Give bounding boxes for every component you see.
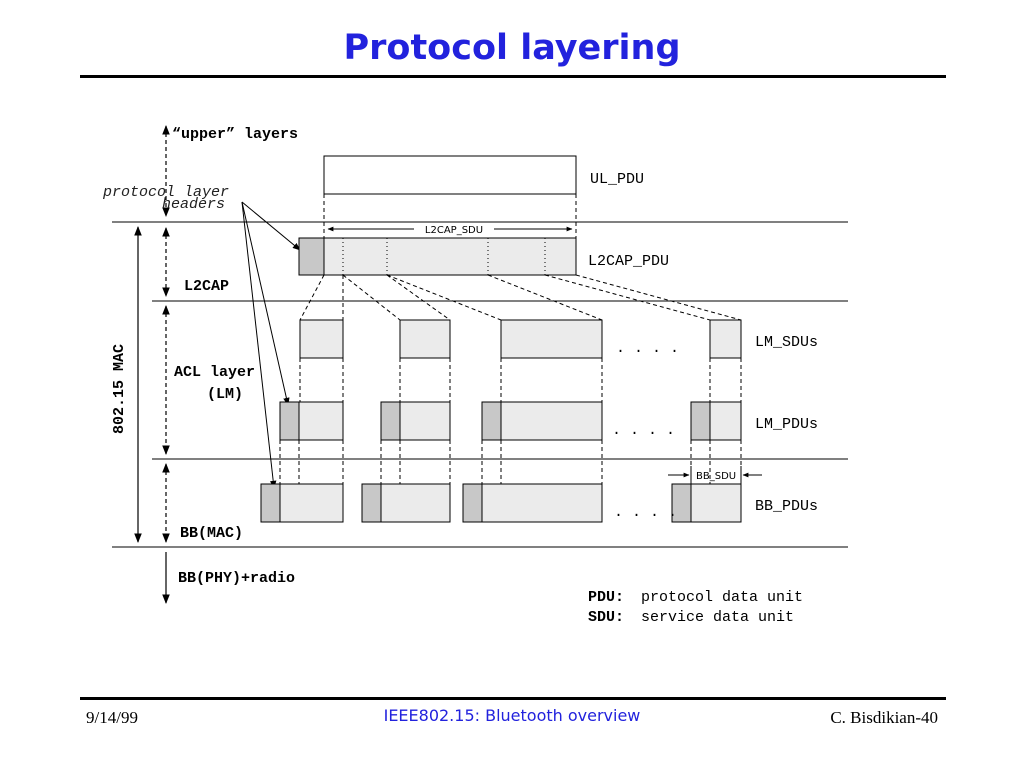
l2cap-sdu-label-bg [414, 223, 494, 235]
lm-pdu-body [298, 401, 344, 441]
header-pointer-arrows [241, 201, 301, 489]
bb-pdu-body [481, 483, 603, 523]
lm-pdu-header [380, 401, 401, 441]
legend-pdu-term: PDU: [588, 589, 624, 606]
lm-pdu-ellipsis: . . . . [612, 422, 675, 439]
lm-sdu-box [399, 319, 451, 359]
segmentation-line [299, 274, 325, 321]
bb-pdu-body [380, 483, 451, 523]
l2cap-sdu-label: L2CAP_SDU [425, 225, 483, 236]
lm-pdu-header [481, 401, 502, 441]
bb-pdu-header [260, 483, 281, 523]
lm-sdu-row [299, 319, 742, 359]
segmentation-line [487, 274, 603, 321]
pointer-bb-header [241, 201, 277, 489]
headers-annotation-line2: headers [162, 196, 225, 213]
segmentation-line [386, 274, 451, 321]
lm-pdu-body [399, 401, 451, 441]
segmentation-lines [299, 274, 742, 321]
bb-pdu-ellipsis: . . . . [614, 504, 677, 521]
footer-title: IEEE802.15: Bluetooth overview [383, 706, 641, 725]
bb-pdu-header [462, 483, 483, 523]
legend-sdu-term: SDU: [588, 609, 624, 626]
l2cap-pdu-header [298, 237, 325, 276]
bb-sdu-label: BB_SDU [696, 471, 736, 482]
footer-rule [80, 697, 946, 700]
bb-pdus-label: BB_PDUs [755, 498, 818, 515]
layer-dividers [112, 221, 848, 548]
bb-pdu-header [361, 483, 382, 523]
headers-annotation-line1: protocol layer [102, 184, 229, 201]
bb-mac-label: BB(MAC) [180, 525, 243, 542]
lm-sdu-box [500, 319, 603, 359]
footer-page-number: C. Bisdikian-40 [830, 708, 938, 727]
l2cap-pdu-label: L2CAP_PDU [588, 253, 669, 270]
legend-pdu-definition: protocol data unit [641, 589, 803, 606]
l2cap-pdu-body [323, 237, 577, 276]
lm-sdu-box [299, 319, 344, 359]
mac-bracket-label: 802.15 MAC [111, 344, 128, 434]
l2cap-layer-label: L2CAP [184, 278, 229, 295]
lm-pdu-row [279, 401, 742, 441]
ul-pdu-label: UL_PDU [590, 171, 644, 188]
lm-layer-label: (LM) [207, 386, 243, 403]
segmentation-line [386, 274, 502, 321]
segmentation-line [544, 274, 711, 321]
ul-pdu-box [323, 155, 577, 195]
lm-pdu-header [279, 401, 300, 441]
segmentation-line [575, 274, 742, 321]
bb-pdu-body [279, 483, 344, 523]
slide-title: Protocol layering [343, 28, 681, 68]
lm-pdu-body [709, 401, 742, 441]
guide-lines [279, 358, 742, 484]
lm-sdu-ellipsis: . . . . [616, 340, 679, 357]
lm-sdu-box [709, 319, 742, 359]
upper-layers-label: “upper” layers [172, 126, 298, 143]
bb-phy-label: BB(PHY)+radio [178, 570, 295, 587]
lm-sdus-label: LM_SDUs [755, 334, 818, 351]
bb-pdu-row [260, 483, 742, 523]
pointer-l2cap-header [241, 201, 301, 251]
bb-pdu-body [690, 483, 742, 523]
lm-pdu-body [500, 401, 603, 441]
acl-layer-label: ACL layer [174, 364, 255, 381]
lm-pdu-header [690, 401, 711, 441]
layer-span-arrows [134, 125, 170, 604]
lm-pdus-label: LM_PDUs [755, 416, 818, 433]
title-rule [80, 75, 946, 78]
segmentation-line [342, 274, 401, 321]
footer-date: 9/14/99 [86, 708, 138, 727]
legend-sdu-definition: service data unit [641, 609, 794, 626]
pointer-lm-header [241, 201, 290, 406]
